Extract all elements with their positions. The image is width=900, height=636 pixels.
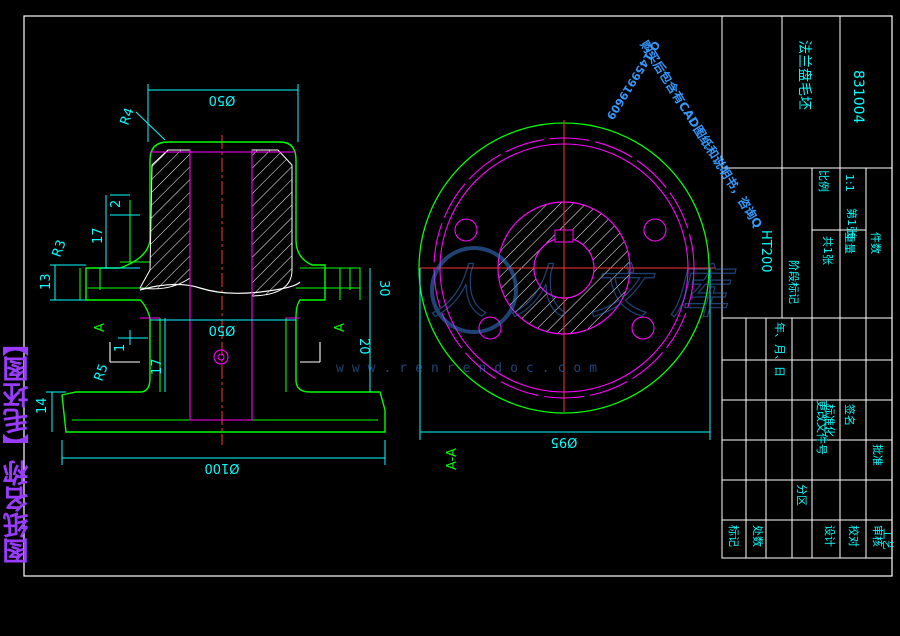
bolt-hole-tl [454, 218, 478, 242]
dim-h30: 30 [376, 280, 391, 297]
tb-part-name: 法兰盘毛坯 [796, 40, 813, 110]
dimension-lines [46, 84, 386, 465]
tb-approve-label: 批准 [871, 444, 885, 466]
tb-rev-col-1: 处数 [751, 525, 764, 547]
pin-hole [213, 349, 229, 365]
break-line [139, 281, 301, 294]
notice-line-2: Q:1459919609 [604, 38, 663, 121]
dim-h14: 14 [35, 397, 50, 414]
section-arrow-right [300, 342, 321, 363]
watermark: 人人文库 www.renrendoc.com [336, 246, 750, 376]
tb-std-label: 标准化 [823, 404, 837, 437]
tb-rev-col-5: 年、月、日 [773, 322, 787, 377]
drawing-title-text: 图纸名称【毛坯图】 [3, 330, 33, 564]
watermark-logo-ring [430, 246, 518, 334]
bolt-hole-br [631, 316, 655, 340]
watermark-logo-text: 人人文库 [430, 258, 750, 326]
tb-sign-row-3: 工艺 [881, 528, 894, 550]
dim-h13: 13 [39, 273, 54, 290]
dim-mid-dia: Ø50 [209, 322, 236, 337]
tb-sign-row-1: 校对 [847, 525, 861, 547]
dim-h1: 1 [113, 344, 128, 352]
section-view-label: A-A [445, 448, 460, 470]
tb-sign-row-0: 设计 [823, 525, 836, 547]
tb-stage-label: 阶段标记 [787, 260, 801, 304]
pin-hole-inner [217, 353, 225, 361]
title-block [721, 15, 893, 559]
drawing-title-vertical: 图纸名称【毛坯图】 [3, 330, 44, 630]
tb-rev-col-2: 分区 [795, 484, 808, 506]
flange-right-lip [340, 267, 361, 300]
dim-r5: R5 [92, 362, 112, 383]
dim-h17-upper: 17 [91, 227, 106, 244]
section-mark-left: A [93, 323, 108, 332]
tb-sheet-total: 共1张 [821, 236, 834, 265]
tb-sheet-no: 第1张 [845, 208, 859, 237]
purchase-notice: 购买后包含有CAD图纸和说明书，咨询Q Q:1459919609 [604, 38, 766, 231]
hatch-left [139, 149, 191, 290]
flange-left-lip [79, 268, 101, 301]
bore-hidden-lines [140, 150, 300, 421]
tb-rev-col-3: 更改文件号 [815, 400, 829, 455]
tb-weight-label: 重量 [843, 232, 857, 254]
tb-rev-col-0: 标记 [727, 525, 741, 547]
section-arrow-left [109, 342, 140, 363]
watermark-site: www.renrendoc.com [336, 361, 605, 376]
hub-outline [61, 141, 386, 433]
dim-h2: 2 [109, 200, 124, 208]
tb-rev-col-4: 签名 [843, 404, 857, 426]
bolt-hole-tr [643, 218, 667, 242]
dim-base-dia: Ø100 [204, 460, 239, 475]
dim-h20: 20 [356, 338, 371, 355]
dim-flange-dia: Ø95 [551, 434, 578, 449]
hatch-right [251, 149, 293, 297]
section-mark-right: A [333, 323, 348, 332]
tb-scale-label: 比例 [817, 170, 831, 192]
tb-material: HT200 [758, 230, 773, 273]
dim-r3: R3 [50, 238, 70, 259]
dim-top-dia: Ø50 [209, 92, 236, 107]
tb-scale: 1:1 [843, 174, 856, 192]
bolt-hole-bl [478, 316, 502, 340]
dim-h17-lower: 17 [150, 358, 165, 375]
section-view [46, 84, 386, 465]
dim-r4: R4 [118, 106, 138, 127]
notice-line-1: 购买后包含有CAD图纸和说明书，咨询Q [637, 38, 765, 231]
tb-qty-label: 件数 [869, 232, 882, 254]
flange-dimension [419, 268, 711, 440]
tb-sign-row-2: 审核 [871, 525, 885, 547]
tb-drawing-no: 831004 [850, 70, 866, 124]
